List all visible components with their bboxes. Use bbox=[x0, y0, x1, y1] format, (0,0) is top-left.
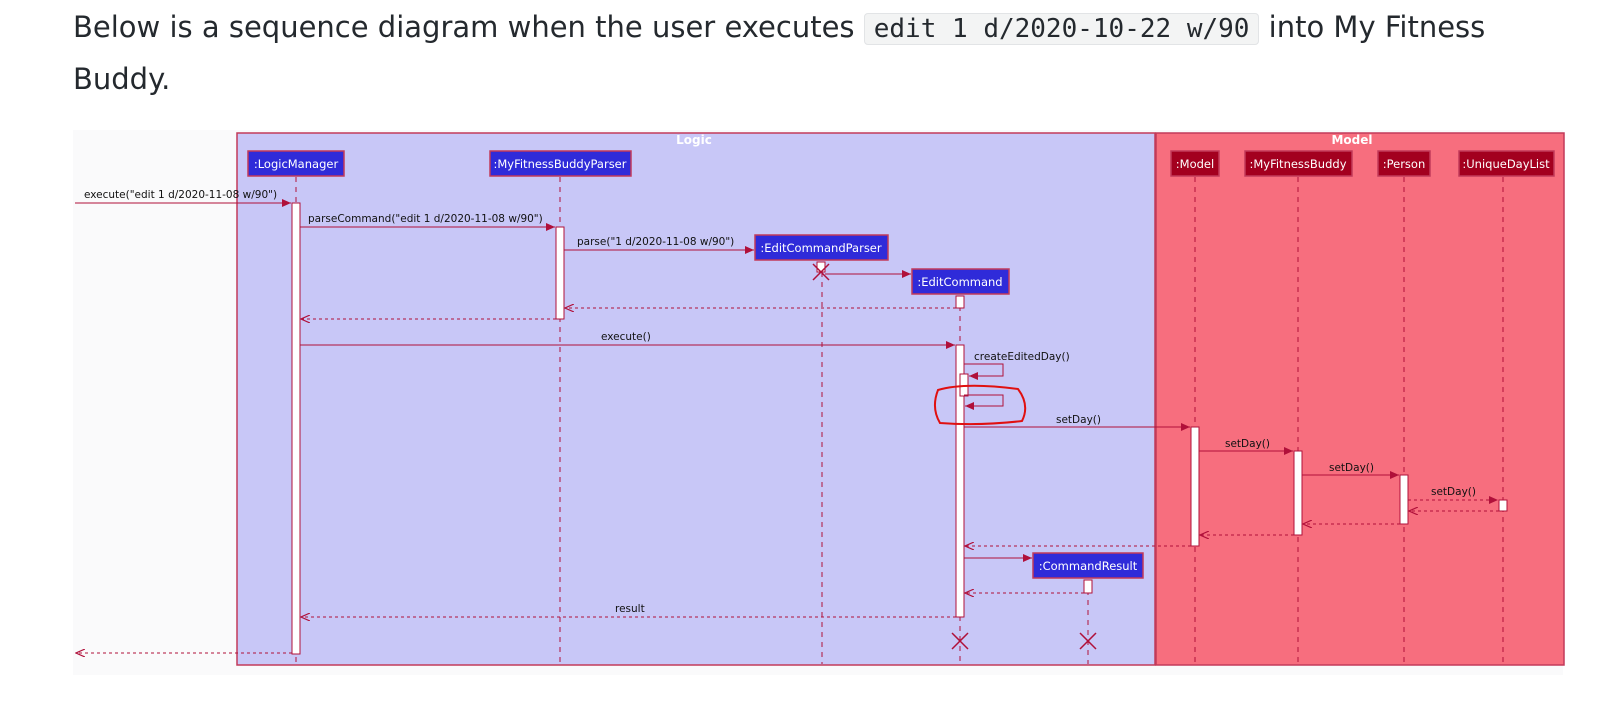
message-set-day-list-label: setDay() bbox=[1431, 486, 1476, 498]
highlight-annotation bbox=[934, 384, 1027, 426]
svg-text::Person: :Person bbox=[1383, 157, 1426, 171]
activation-person bbox=[1399, 474, 1409, 525]
message-create-edited-day-label: createEditedDay() bbox=[974, 351, 1070, 363]
participant-unique-day-list: :UniqueDayList bbox=[1458, 150, 1555, 177]
messages: execute("edit 1 d/2020-11-08 w/90") pars… bbox=[75, 189, 1499, 653]
message-set-day-mfb-label: setDay() bbox=[1225, 438, 1270, 450]
activation-command-result bbox=[1083, 579, 1093, 594]
participant-logic-manager: :LogicManager bbox=[247, 150, 345, 177]
svg-text::EditCommand: :EditCommand bbox=[917, 275, 1002, 289]
svg-text::MyFitnessBuddy: :MyFitnessBuddy bbox=[1249, 157, 1346, 171]
destroy-edit-command bbox=[951, 632, 969, 650]
activation-model bbox=[1190, 426, 1200, 547]
participant-parser: :MyFitnessBuddyParser bbox=[489, 150, 632, 177]
svg-text::UniqueDayList: :UniqueDayList bbox=[1462, 157, 1550, 171]
participant-my-fitness-buddy: :MyFitnessBuddy bbox=[1244, 150, 1353, 177]
activation-bars bbox=[291, 202, 1508, 655]
activation-edit-command-parser bbox=[816, 261, 826, 273]
participant-edit-command: :EditCommand bbox=[911, 268, 1010, 295]
activation-edit-command-execute bbox=[955, 344, 965, 618]
activation-edit-command-construct bbox=[955, 295, 965, 309]
activation-parser bbox=[555, 226, 565, 320]
svg-text::CommandResult: :CommandResult bbox=[1039, 559, 1138, 573]
svg-text::LogicManager: :LogicManager bbox=[254, 157, 339, 171]
message-execute-input-label: execute("edit 1 d/2020-11-08 w/90") bbox=[84, 189, 277, 201]
activation-my-fitness-buddy bbox=[1293, 450, 1303, 536]
logic-frame-label: Logic bbox=[676, 133, 712, 147]
activation-unique-day-list bbox=[1498, 499, 1508, 512]
destroy-edit-command-parser bbox=[812, 263, 830, 281]
intro-text-before: Below is a sequence diagram when the use… bbox=[73, 10, 864, 44]
destroy-command-result bbox=[1079, 632, 1097, 650]
message-return-result-label: result bbox=[615, 603, 645, 615]
message-parse-label: parse("1 d/2020-11-08 w/90") bbox=[577, 236, 734, 248]
participant-model: :Model bbox=[1170, 150, 1220, 177]
svg-text::EditCommandParser: :EditCommandParser bbox=[760, 241, 882, 255]
command-code: edit 1 d/2020-10-22 w/90 bbox=[863, 13, 1260, 45]
intro-paragraph: Below is a sequence diagram when the use… bbox=[73, 2, 1513, 104]
message-create-edited-day bbox=[964, 363, 1004, 380]
message-parse-command-label: parseCommand("edit 1 d/2020-11-08 w/90") bbox=[308, 213, 543, 225]
intro-text-after: into My Fitness Buddy. bbox=[73, 10, 1486, 96]
participant-edit-command-parser: :EditCommandParser bbox=[754, 234, 889, 261]
svg-text::MyFitnessBuddyParser: :MyFitnessBuddyParser bbox=[493, 157, 626, 171]
message-self-call bbox=[964, 394, 1004, 410]
message-execute-label: execute() bbox=[601, 331, 651, 343]
svg-text::Model: :Model bbox=[1176, 157, 1214, 171]
message-set-day-person-label: setDay() bbox=[1329, 462, 1374, 474]
logic-frame bbox=[236, 132, 1156, 666]
activation-logic-manager bbox=[291, 202, 301, 655]
participant-command-result: :CommandResult bbox=[1032, 552, 1144, 579]
model-frame-label: Model bbox=[1331, 133, 1372, 147]
participant-person: :Person bbox=[1377, 150, 1431, 177]
message-set-day-model-label: setDay() bbox=[1056, 414, 1101, 426]
model-frame bbox=[1155, 132, 1565, 666]
